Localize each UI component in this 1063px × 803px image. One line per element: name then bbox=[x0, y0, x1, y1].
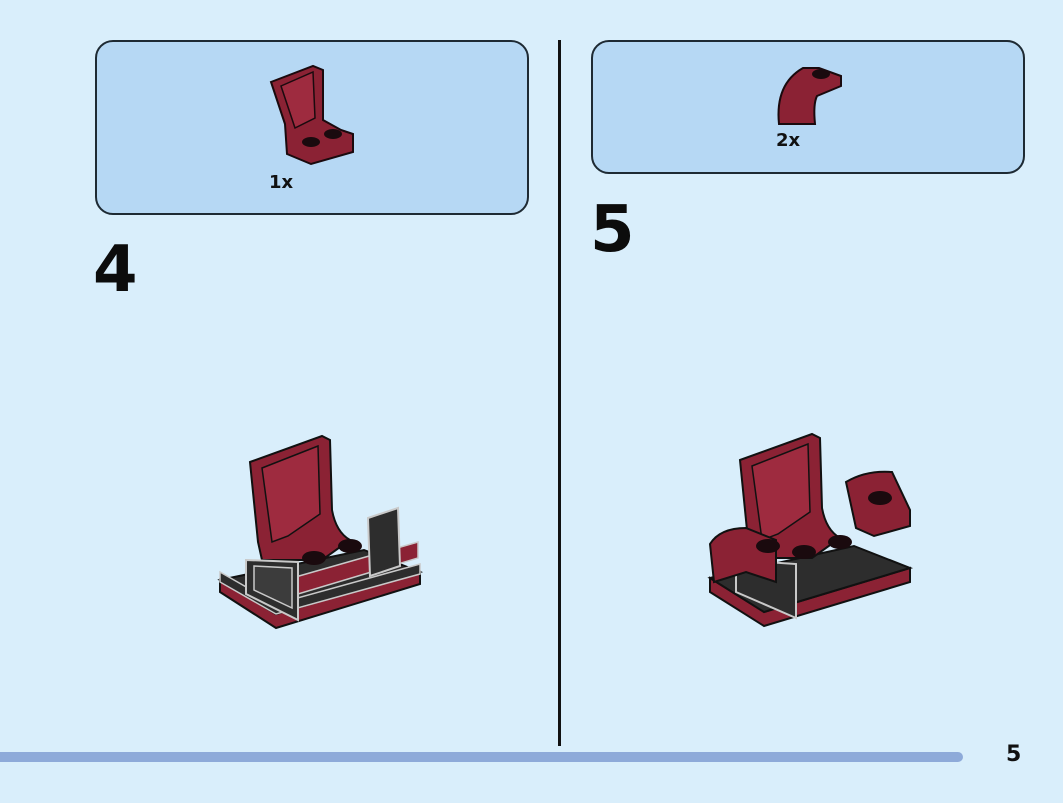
page-number: 5 bbox=[1006, 742, 1022, 767]
curved-slope-piece-icon bbox=[777, 67, 842, 125]
step-number: 5 bbox=[590, 193, 635, 267]
step-5-build-illustration bbox=[707, 432, 914, 628]
part-quantity: 1x bbox=[269, 172, 294, 193]
part-quantity: 2x bbox=[776, 130, 801, 151]
step-divider bbox=[558, 40, 561, 746]
parts-callout-step-5: 2x bbox=[591, 40, 1025, 174]
step-number: 4 bbox=[93, 233, 138, 307]
parts-callout-step-4: 1x bbox=[95, 40, 529, 215]
seat-piece-icon bbox=[269, 64, 354, 166]
page-progress-bar bbox=[0, 752, 963, 762]
step-4-build-illustration bbox=[217, 434, 424, 630]
